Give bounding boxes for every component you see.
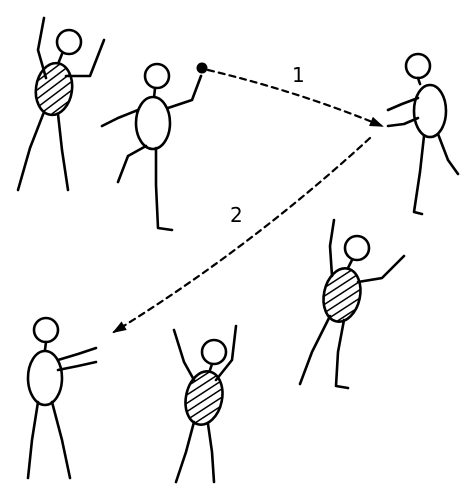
player-receiver-bottom-left (28, 318, 96, 478)
defender-top-left (18, 18, 104, 190)
pass-1-label: 1 (292, 63, 305, 87)
pass-2-label: 2 (230, 203, 243, 227)
defender-middle-right (300, 220, 404, 388)
pass-1: 1 (208, 63, 382, 126)
defender-bottom-middle (174, 326, 236, 482)
ball (197, 63, 208, 74)
player-receiver-right (388, 54, 458, 214)
player-passer (102, 63, 208, 231)
